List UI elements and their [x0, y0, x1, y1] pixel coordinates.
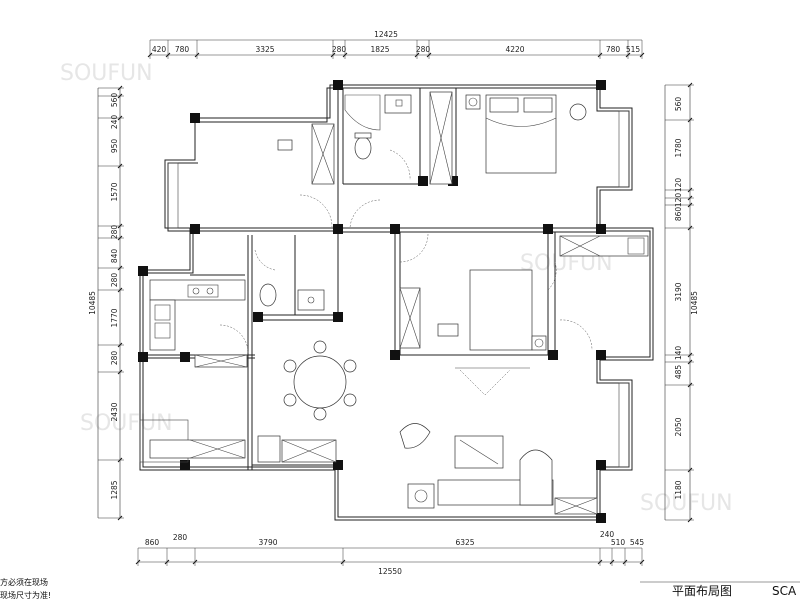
drawing-code: SCA	[772, 584, 797, 598]
shoe-cabinet	[257, 435, 281, 463]
dim-right-7: 140	[674, 346, 683, 361]
dim-right-10: 1180	[674, 480, 683, 499]
bed-bedroom-3	[469, 269, 533, 351]
desk-bedroom-3	[437, 323, 459, 337]
nightstand	[465, 94, 481, 110]
dim-left-10: 2430	[110, 402, 119, 421]
dim-top-4: 280	[332, 45, 347, 54]
door-swings	[219, 149, 593, 354]
armchair	[399, 423, 431, 449]
dim-right-9: 2050	[674, 417, 683, 436]
shower	[344, 94, 381, 131]
dim-right-8: 485	[674, 365, 683, 380]
dim-right-total: 10485	[690, 291, 699, 315]
note-line-1: 方必须在现场	[0, 577, 48, 587]
drawing-title: 平面布局图	[672, 584, 732, 598]
toilet-master-bath	[354, 136, 372, 160]
left-dimension-chain: 240 560 950 1570 280 840 280 1770 280 24…	[88, 85, 124, 521]
title-block: 平面布局图 SCA 方必须在现场 现场尺寸为准!	[0, 577, 800, 600]
dim-left-4: 1570	[110, 182, 119, 201]
dim-bottom-6: 510	[611, 538, 626, 547]
structural-columns	[138, 80, 606, 523]
dim-right-3: 120	[674, 178, 683, 193]
dim-left-2: 560	[110, 93, 119, 108]
side-table	[407, 483, 435, 509]
sink-master-bath	[384, 94, 412, 114]
dim-left-11: 1285	[110, 480, 119, 499]
dim-top-8: 780	[606, 45, 621, 54]
dining-chair	[313, 340, 327, 354]
dim-left-3: 950	[110, 139, 119, 154]
dim-bottom-total: 12550	[378, 567, 402, 576]
dim-left-8: 1770	[110, 308, 119, 327]
watermark: SOUFUN	[640, 491, 733, 516]
dining-chair	[313, 407, 327, 421]
kitchen-sink	[154, 304, 171, 321]
sink-second-bath	[297, 289, 325, 311]
chaise	[519, 449, 553, 506]
dim-bottom-3: 3790	[258, 538, 277, 547]
dim-top-7: 4220	[505, 45, 524, 54]
dim-left-6: 840	[110, 249, 119, 264]
dim-top-6: 280	[416, 45, 431, 54]
dim-left-1: 240	[110, 115, 119, 130]
dining-chair	[343, 393, 357, 407]
watermark: SOUFUN	[60, 61, 153, 86]
dim-right-1: 560	[674, 97, 683, 112]
watermark: SOUFUN	[80, 411, 173, 436]
top-dimension-chain: 12425 420 780 3325 280 1825 280 4220 780…	[147, 30, 645, 59]
dim-bottom-7: 545	[630, 538, 645, 547]
dim-left-5: 280	[110, 225, 119, 240]
desk-bedroom-2	[277, 139, 293, 151]
kitchen-counter-side	[149, 299, 176, 351]
gas-stove	[187, 284, 219, 298]
laundry-counter	[559, 235, 649, 257]
round-stool	[569, 103, 587, 121]
right-dimension-chain: 560 1780 120 120 860 3190 140 485 2050 1…	[664, 82, 699, 523]
bottom-dimension-chain: 860 280 3790 6325 240 510 545 12550	[135, 530, 645, 576]
dim-left-7: 280	[110, 273, 119, 288]
dim-left-9: 280	[110, 351, 119, 366]
dim-top-5: 1825	[370, 45, 389, 54]
dim-bottom-4: 6325	[455, 538, 474, 547]
dim-right-2: 1780	[674, 138, 683, 157]
dim-top-3: 3325	[255, 45, 274, 54]
kitchen-counter-top	[149, 279, 246, 301]
dim-right-4: 120	[674, 193, 683, 208]
furniture	[149, 91, 649, 515]
note-line-2: 现场尺寸为准!	[0, 590, 51, 600]
dim-top-2: 780	[175, 45, 190, 54]
dim-top-total: 12425	[374, 30, 398, 39]
dining-chair	[343, 359, 357, 373]
dim-top-9: 515	[626, 45, 641, 54]
dim-bottom-5: 240	[600, 530, 615, 539]
dim-right-6: 3190	[674, 282, 683, 301]
dining-table	[293, 355, 347, 409]
dim-bottom-1: 860	[145, 538, 160, 547]
dining-chair	[283, 393, 297, 407]
dining-chair	[283, 359, 297, 373]
dim-right-5: 860	[674, 207, 683, 222]
dim-top-1: 420	[152, 45, 167, 54]
toilet-second-bath	[259, 283, 277, 307]
dim-bottom-2: 280	[173, 533, 188, 542]
dim-left-total: 10485	[88, 291, 97, 315]
storage-cabinet	[149, 439, 246, 459]
